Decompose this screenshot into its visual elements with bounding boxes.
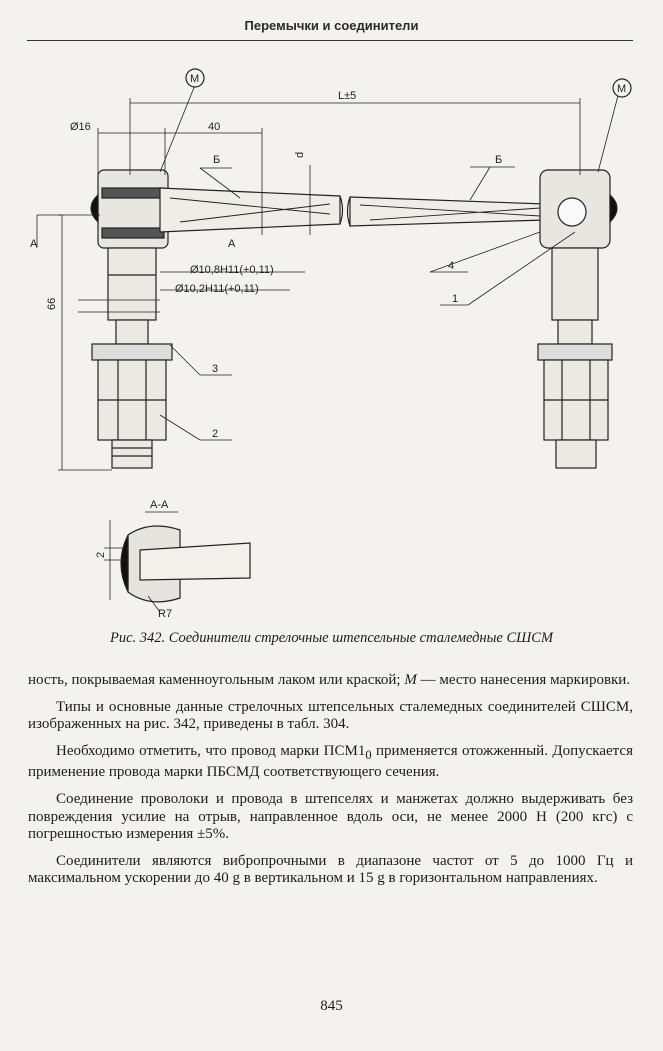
- section-title-label: А-А: [150, 499, 169, 511]
- paragraph-3-text: Необходимо отметить, что провод марки ПС…: [56, 742, 366, 759]
- header-rule: [27, 40, 633, 41]
- marking-circle-right: [612, 78, 632, 98]
- paragraph-3-text-end: применяется отожженный. Допускается прим…: [28, 742, 633, 781]
- diameter-d-label: d: [294, 152, 306, 158]
- caption-text: Соединители стрелочные штепсельные стале…: [168, 630, 554, 646]
- length-dim-label: L±5: [338, 90, 356, 102]
- section-a-top-label: А: [30, 238, 38, 250]
- right-nut: [537, 343, 613, 469]
- running-head: Перемычки и соединители: [244, 18, 419, 33]
- marking-symbol: М: [404, 672, 417, 688]
- connector-rod: [159, 187, 546, 233]
- left-nut: [91, 343, 173, 469]
- paragraph-4: Соединение проволоки и провода в штепсел…: [28, 790, 633, 843]
- dim-2-label: 2: [95, 552, 107, 558]
- section-b-left-label: Б: [213, 154, 220, 166]
- callout-2: 2: [212, 428, 218, 440]
- callout-4: 4: [448, 260, 454, 272]
- marking-label-right: М: [617, 83, 626, 95]
- body-text: ность, покрываемая каменноугольным лаком…: [28, 672, 633, 897]
- subscript: 0: [365, 747, 372, 762]
- head-diameter-label: Ø16: [70, 121, 91, 133]
- right-plug-head: [539, 169, 618, 249]
- dim-66-label: 66: [46, 298, 58, 310]
- left-stem: [107, 247, 157, 345]
- paragraph-5: Соединители являются вибропрочными в диа…: [28, 852, 633, 887]
- paragraph-3: Необходимо отметить, что провод марки ПС…: [28, 743, 633, 782]
- paragraph-1: ность, покрываемая каменноугольным лаком…: [28, 672, 633, 690]
- marking-circle-left: [185, 68, 205, 88]
- callout-3: 3: [212, 363, 218, 375]
- caption-prefix: Рис. 342.: [109, 630, 166, 646]
- left-plug-head: [90, 169, 169, 249]
- section-b-right-label: Б: [495, 154, 502, 166]
- dim-40-label: 40: [208, 121, 220, 133]
- paragraph-1-text: ность, покрываемая каменноугольным лаком…: [28, 672, 405, 688]
- tolerance-label-2: Ø10,2H11(+0,11): [175, 283, 259, 295]
- right-stem: [551, 247, 599, 345]
- tolerance-label-1: Ø10,8H11(+0,11): [190, 264, 274, 276]
- section-a-a: [104, 511, 251, 613]
- dimension-lines: [36, 84, 621, 471]
- page-number: 845: [320, 998, 343, 1014]
- radius-label: R7: [158, 608, 172, 620]
- paragraph-2: Типы и основные данные стрелочных штепсе…: [28, 698, 633, 733]
- figure-caption: Рис. 342. Соединители стрелочные штепсел…: [0, 630, 663, 647]
- section-a-bottom-label: А: [228, 238, 236, 250]
- paragraph-1-text-end: — место нанесения маркировки.: [416, 672, 631, 688]
- callout-1: 1: [452, 293, 458, 305]
- technical-drawing: М М L±5 Ø16 40 Б Б d А А Ø10,8H11(+0,11)…: [30, 68, 632, 620]
- marking-label-left: М: [190, 73, 199, 85]
